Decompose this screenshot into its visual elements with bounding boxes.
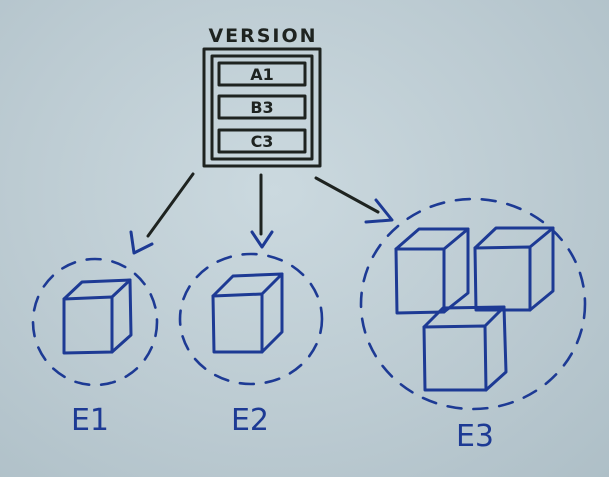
arrow-to-e3-head xyxy=(364,198,394,224)
version-box-outer xyxy=(202,47,322,168)
group-e3: E3 xyxy=(359,197,587,454)
cube-icon xyxy=(422,305,508,392)
arrow-to-e1-shaft xyxy=(146,172,195,238)
group-e2-boundary xyxy=(178,252,324,386)
version-title: VERSION xyxy=(208,25,317,47)
version-entry-1: A1 xyxy=(250,65,274,84)
arrow-to-e1-head xyxy=(129,230,154,255)
group-e1: E1 xyxy=(31,257,159,438)
group-e2: E2 xyxy=(178,252,324,438)
cube-icon xyxy=(211,272,284,354)
group-e3-label: E3 xyxy=(456,419,494,454)
version-entry-3-box xyxy=(217,128,307,154)
group-e3-boundary xyxy=(359,197,587,411)
cube-icon xyxy=(473,226,555,312)
group-e1-label: E1 xyxy=(71,403,109,438)
version-entry-2-box xyxy=(217,94,307,120)
version-box-inner xyxy=(210,54,314,161)
arrow-to-e3-shaft xyxy=(314,176,380,214)
version-entry-1-box xyxy=(217,61,307,87)
version-node: VERSION A1 B3 C3 xyxy=(202,25,322,168)
version-entry-3: C3 xyxy=(251,132,274,151)
arrows xyxy=(129,172,394,255)
group-e2-label: E2 xyxy=(231,403,269,438)
cube-icon xyxy=(394,227,470,315)
cube-icon xyxy=(62,278,133,355)
version-entry-2: B3 xyxy=(250,98,273,117)
arrow-to-e2-head xyxy=(250,230,274,249)
group-e1-boundary xyxy=(31,257,159,387)
